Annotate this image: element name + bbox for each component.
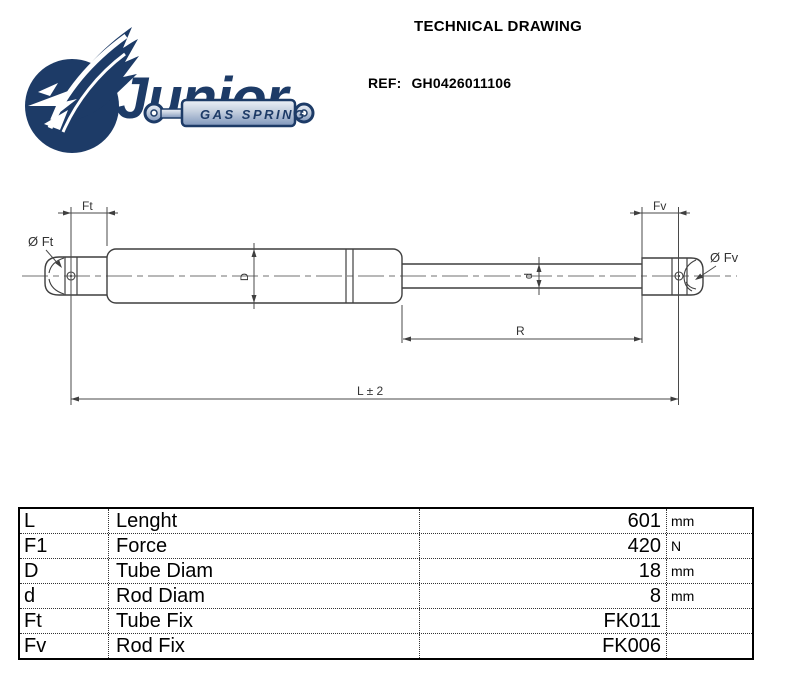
cell-symbol: L	[20, 509, 109, 533]
cell-symbol: Fv	[20, 634, 109, 658]
cell-value: 420	[420, 534, 667, 558]
tube-outline	[106, 248, 403, 304]
cell-name: Rod Fix	[109, 634, 420, 658]
table-row: Ft Tube Fix FK011	[20, 609, 752, 634]
cell-value: 601	[420, 509, 667, 533]
page-title: TECHNICAL DRAWING	[414, 18, 583, 35]
cell-unit: N	[671, 538, 682, 554]
l-dim-label: L ± 2	[357, 384, 383, 398]
table-row: L Lenght 601 mm	[20, 509, 752, 534]
fv-dim-label: Fv	[653, 199, 666, 213]
cell-symbol: F1	[20, 534, 109, 558]
dimension-arrowheads	[55, 210, 703, 402]
spec-table: L Lenght 601 mm F1 Force 420 N D Tube Di…	[18, 507, 754, 660]
ft-dia-leader	[45, 249, 61, 267]
cell-unit: mm	[671, 588, 695, 604]
gas-spring-tagline: GAS SPRING	[200, 107, 307, 122]
cell-value: FK006	[420, 634, 667, 658]
gas-spring-badge: GAS SPRING	[143, 98, 315, 128]
rod-outline	[402, 263, 642, 289]
cell-symbol: d	[20, 584, 109, 608]
ref-value: GH0426011106	[411, 75, 512, 91]
fv-dia-label: Ø Fv	[710, 250, 739, 265]
spec-table-body: L Lenght 601 mm F1 Force 420 N D Tube Di…	[20, 509, 752, 658]
cell-name: Tube Diam	[109, 559, 420, 583]
rod-fix-fitting	[641, 257, 704, 296]
table-row: F1 Force 420 N	[20, 534, 752, 559]
cell-name: Force	[109, 534, 420, 558]
cell-value: 18	[420, 559, 667, 583]
cell-value: 8	[420, 584, 667, 608]
cell-value: FK011	[420, 609, 667, 633]
table-row: d Rod Diam 8 mm	[20, 584, 752, 609]
junior-gas-spring-logo: Junior GAS SPRING	[25, 27, 315, 153]
ref-label: REF:	[368, 75, 402, 91]
cell-symbol: D	[20, 559, 109, 583]
tube-diameter-label: D	[239, 273, 251, 281]
cell-unit: mm	[671, 513, 695, 529]
reference-line: REF: GH0426011106	[368, 75, 511, 91]
ft-dim-label: Ft	[82, 199, 93, 213]
r-dim-label: R	[516, 324, 525, 338]
tube-section-break	[345, 249, 354, 303]
tube-fix-fitting	[44, 256, 107, 296]
cell-name: Lenght	[109, 509, 420, 533]
cell-unit	[667, 634, 752, 658]
rod-diameter-label: d	[523, 273, 535, 279]
cell-name: Tube Fix	[109, 609, 420, 633]
cell-name: Rod Diam	[109, 584, 420, 608]
winged-horse-emblem-icon	[25, 27, 139, 153]
table-row: Fv Rod Fix FK006	[20, 634, 752, 658]
fv-dia-leader	[697, 265, 717, 279]
table-row: D Tube Diam 18 mm	[20, 559, 752, 584]
cell-symbol: Ft	[20, 609, 109, 633]
cell-unit	[667, 609, 752, 633]
ft-dia-label: Ø Ft	[28, 234, 54, 249]
cell-unit: mm	[671, 563, 695, 579]
